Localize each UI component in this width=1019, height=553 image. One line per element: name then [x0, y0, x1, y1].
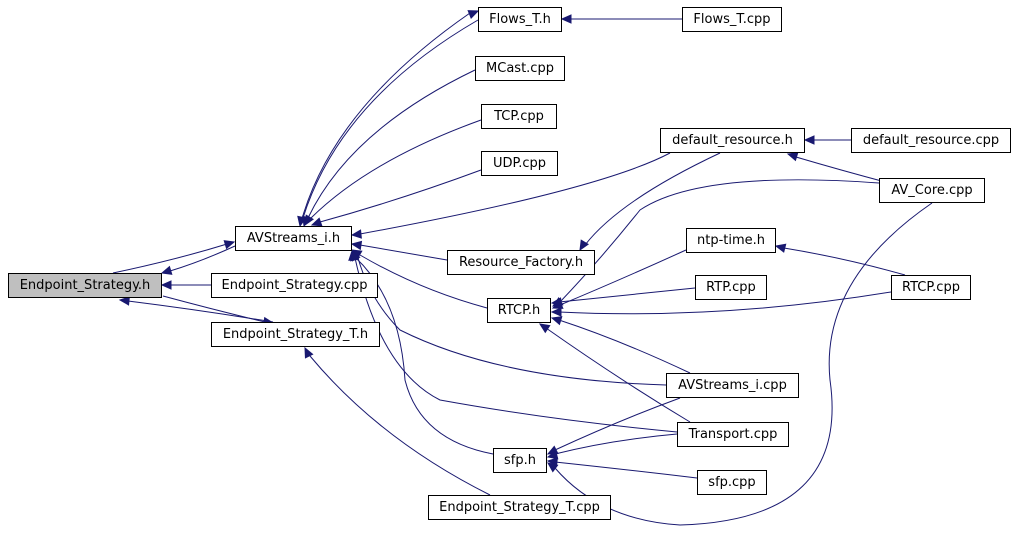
arrowhead-rtcpcpp-ntp [774, 243, 787, 253]
node-flows-t-cpp[interactable]: Flows_T.cpp [682, 7, 782, 32]
edge-sfpcpp-sfph [554, 461, 698, 479]
node-sfp-cpp[interactable]: sfp.cpp [697, 470, 767, 495]
arrowhead-udp-avsh [310, 217, 323, 227]
arrowhead-rtp-rtcph [550, 297, 562, 307]
arrowhead-flowscpp-flowsh [560, 14, 572, 24]
edge-esth-esh [162, 295, 266, 323]
edge-estcpp-esth [309, 355, 491, 496]
arrowhead-transport-rtcph [538, 323, 551, 334]
edge-avcore-defresh [795, 156, 890, 184]
node-endpoint-strategy-t-h[interactable]: Endpoint_Strategy_T.h [211, 322, 380, 347]
edge-rtcpcpp-rtcph [558, 291, 892, 315]
node-rtp-cpp[interactable]: RTP.cpp [695, 275, 767, 300]
arrowhead-avsh-flows-outer [467, 10, 480, 19]
edge-sfph-avsh [355, 257, 494, 455]
edge-transport-avsh [354, 257, 678, 433]
arrowhead-defresh-resfac [579, 239, 589, 252]
arrowhead-estcpp-esth [304, 346, 314, 359]
node-ntp-time-h[interactable]: ntp-time.h [686, 228, 776, 253]
arrowhead-estcpp-esh [118, 296, 130, 306]
edge-resfac-avsh [359, 244, 448, 261]
edge-transport-sfph [554, 433, 678, 455]
node-avstreams-i-cpp[interactable]: AVStreams_i.cpp [666, 373, 799, 398]
edge-avsh-flows-outer [299, 12, 471, 227]
edge-avsh-esh [169, 245, 236, 272]
edge-ntp-rtcph [559, 249, 687, 306]
edges [112, 10, 933, 526]
arrowhead-defrescpp-defresh [803, 135, 815, 145]
edge-rtp-rtcph [558, 287, 696, 303]
edge-avscpp-rtcph [558, 319, 691, 374]
arrowhead-defresh-avsh [350, 229, 362, 239]
node-mcast-cpp[interactable]: MCast.cpp [475, 56, 565, 81]
arrowhead-avcore-defresh [786, 152, 799, 162]
edge-esh-esdoth-top [112, 243, 228, 274]
node-endpoint-strategy-h: Endpoint_Strategy.h [8, 273, 162, 298]
edge-avscpp-sfph [554, 397, 681, 451]
arrowhead-esh-esdoth-top [223, 240, 236, 250]
edge-flows-avsh-inner [302, 19, 479, 219]
node-tcp-cpp[interactable]: TCP.cpp [481, 104, 557, 129]
node-resource-factory-h[interactable]: Resource_Factory.h [447, 250, 595, 275]
edge-transport-rtcph [545, 327, 691, 423]
node-endpoint-strategy-t-cpp[interactable]: Endpoint_Strategy_T.cpp [428, 495, 611, 520]
arrowhead-rtcpcpp-rtcph [550, 307, 562, 317]
edge-rtcpcpp-ntp [783, 247, 906, 276]
edge-mcast-avsh [307, 69, 476, 219]
edge-rtcph-avsh [359, 254, 488, 309]
arrowhead-avcore-sfph [547, 462, 559, 473]
node-default-resource-h[interactable]: default_resource.h [660, 128, 805, 153]
edge-tcp-avsh [310, 119, 482, 219]
edge-defresh-avsh [359, 152, 671, 235]
arrowhead-ascpp-esh [160, 280, 172, 290]
arrowhead-transport-sfph [546, 450, 559, 460]
arrowhead-avscpp-rtcph [550, 316, 563, 326]
arrowhead-tcp-avsh [304, 214, 314, 227]
node-rtcp-h[interactable]: RTCP.h [487, 298, 551, 323]
node-udp-cpp[interactable]: UDP.cpp [481, 151, 558, 176]
node-avstreams-i-h[interactable]: AVStreams_i.h [235, 226, 352, 251]
edge-avcore-sfph [554, 202, 933, 526]
arrowhead-sfph-avsh [351, 249, 361, 262]
node-default-resource-cpp[interactable]: default_resource.cpp [851, 128, 1011, 153]
node-transport-cpp[interactable]: Transport.cpp [677, 422, 789, 447]
edge-estcpp-esh [127, 300, 274, 323]
node-rtcp-cpp[interactable]: RTCP.cpp [891, 275, 971, 300]
node-av-core-cpp[interactable]: AV_Core.cpp [879, 178, 985, 203]
arrowhead-sfpcpp-sfph [546, 457, 558, 467]
node-flows-t-h[interactable]: Flows_T.h [478, 7, 562, 32]
edge-udp-avsh [319, 169, 482, 223]
edge-defresh-resfac [584, 152, 721, 246]
node-endpoint-strategy-cpp[interactable]: Endpoint_Strategy.cpp [211, 273, 378, 298]
arrowhead-resfac-avsh [350, 240, 363, 251]
arrowhead-avsh-esh [160, 265, 173, 275]
node-sfp-h[interactable]: sfp.h [493, 448, 547, 473]
